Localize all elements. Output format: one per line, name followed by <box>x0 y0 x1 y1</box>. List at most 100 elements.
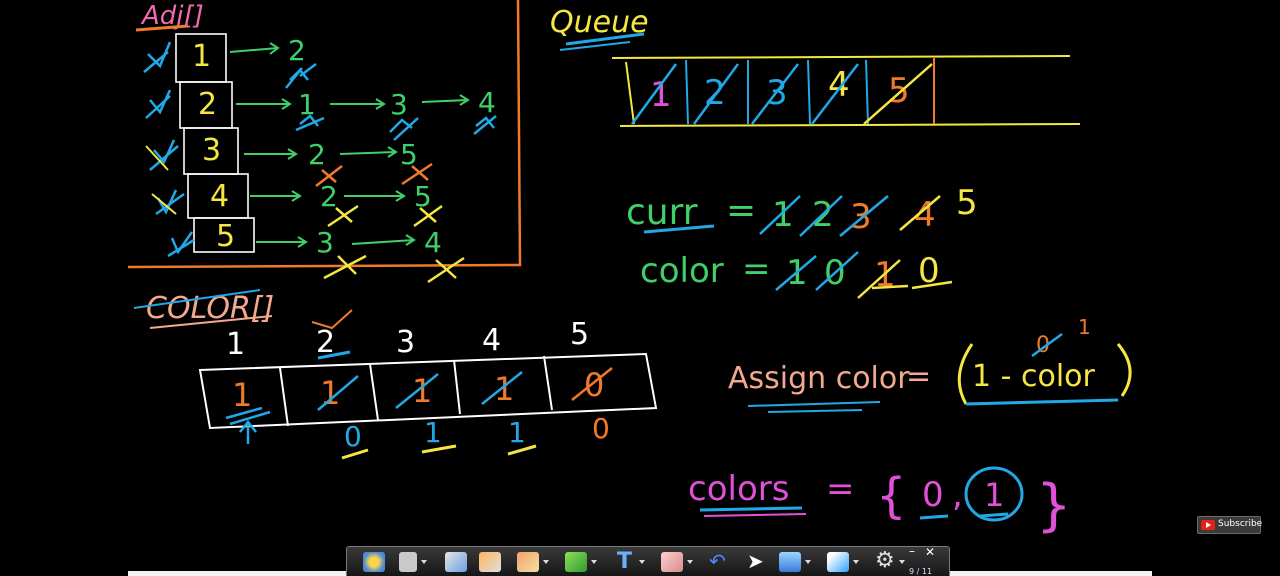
colors-label: colors <box>688 469 789 509</box>
adj-title-underline <box>135 24 189 32</box>
adj-neighbor-2-3: 4 <box>478 86 496 119</box>
color-cell-1: 1 <box>232 376 252 414</box>
drawing-toolbar: T ↶ ➤ ⚙ – ✕ 9 / 11 <box>346 544 950 576</box>
colors-close-brace: } <box>1036 473 1072 538</box>
adj-neighbor-1-1: 2 <box>288 34 306 67</box>
color-array-underline-2 <box>149 315 273 329</box>
adj-visited-yellow <box>145 145 177 215</box>
adj-neighbors: 2 1 3 4 2 5 2 5 3 4 <box>288 34 496 259</box>
colors-value-0-underline <box>919 514 949 520</box>
color-var-eq: = <box>742 249 771 289</box>
save-dropdown-icon[interactable] <box>421 560 427 564</box>
curr-underline <box>643 224 715 234</box>
highlighter-dropdown-icon[interactable] <box>591 560 597 564</box>
pencil-icon[interactable] <box>517 552 539 572</box>
adj-vertex-2: 2 <box>198 87 217 122</box>
close-icon[interactable]: ✕ <box>925 545 936 559</box>
adj-vertex-3: 3 <box>202 133 221 168</box>
adj-vertex-labels: 1 2 3 4 5 <box>192 39 235 254</box>
pencil-dropdown-icon[interactable] <box>543 560 549 564</box>
star-pointer-icon[interactable] <box>363 552 385 572</box>
color-cell-1-pointer <box>239 419 257 444</box>
subscribe-label: Subscribe <box>1218 519 1263 529</box>
color-var-value-4: 0 <box>918 251 940 291</box>
youtube-icon <box>1201 520 1215 530</box>
colors-underline <box>699 506 803 512</box>
gear-icon[interactable]: ⚙ <box>875 548 895 573</box>
color-cell-4: 1 <box>494 370 514 408</box>
laser-dropdown-icon[interactable] <box>853 560 859 564</box>
laser-pointer-icon[interactable] <box>827 552 849 572</box>
eraser-dropdown-icon[interactable] <box>687 560 693 564</box>
highlighter-icon[interactable] <box>565 552 587 572</box>
colors-value-1-underline <box>979 512 1009 518</box>
adj-visited-marks <box>143 41 195 258</box>
assign-above-old-strike <box>1031 332 1063 358</box>
assign-paren-open <box>957 343 974 405</box>
curr-value-3: 3 <box>850 197 872 237</box>
adj-neighbor-4-2: 5 <box>414 180 432 213</box>
curr-label: curr <box>626 192 698 233</box>
color-array-underline <box>133 289 261 309</box>
queue-item-1: 1 <box>650 75 672 115</box>
assign-label: Assign color <box>728 361 910 396</box>
color-index-3: 3 <box>396 325 415 360</box>
colors-underline-2 <box>703 513 807 517</box>
queue-item-5: 5 <box>888 71 910 111</box>
queue-title-underline <box>565 32 645 46</box>
curr-value-5: 5 <box>956 183 978 223</box>
adj-neighbor-2-1: 1 <box>298 88 316 121</box>
adj-neighbor-2-2: 3 <box>390 88 408 121</box>
adj-neighbor-3-1: 2 <box>308 138 326 171</box>
color-array-indices: 1 2 3 4 5 <box>226 317 589 362</box>
minimize-icon[interactable]: – <box>909 544 915 558</box>
queue-box <box>611 55 1081 127</box>
colors-value-0: 0 <box>922 475 944 515</box>
adj-neighbor-yellow-marks <box>323 204 465 284</box>
settings-dropdown-icon[interactable] <box>899 560 905 564</box>
assign-formula: 1 - color <box>972 359 1096 394</box>
colors-eq: = <box>826 469 855 509</box>
text-dropdown-icon[interactable] <box>639 560 645 564</box>
color-array-box <box>198 352 658 430</box>
assign-paren-close <box>1116 343 1132 397</box>
assign-eq: = <box>906 359 931 394</box>
colors-value-1-circle <box>964 466 1024 522</box>
color-index-2: 2 <box>316 325 335 360</box>
screenshot-icon[interactable] <box>779 552 801 572</box>
cursor-icon[interactable]: ➤ <box>747 549 764 573</box>
undo-icon[interactable]: ↶ <box>709 549 726 573</box>
adj-neighbor-check-marks <box>285 63 497 141</box>
save-icon[interactable] <box>399 552 417 572</box>
adj-vertex-5: 5 <box>216 219 235 254</box>
queue-dividers <box>685 59 869 125</box>
subscribe-button[interactable]: Subscribe <box>1197 516 1263 534</box>
color-index-4: 4 <box>482 323 501 358</box>
color-below-2: 0 <box>344 420 362 453</box>
curr-eq: = <box>726 190 756 231</box>
curr-strikes <box>759 195 941 237</box>
screenshot-dropdown-icon[interactable] <box>805 560 811 564</box>
color-var-label: color <box>640 251 724 291</box>
color-index-2-underline <box>317 350 351 360</box>
assign-formula-underline <box>965 398 1119 406</box>
color-below-3: 1 <box>424 416 442 449</box>
curr-values: 1 2 3 4 5 <box>772 183 978 237</box>
colors-separator: , <box>952 475 963 515</box>
eraser-icon[interactable] <box>661 552 683 572</box>
color-cell-5: 0 <box>584 366 604 404</box>
adj-neighbor-3-2: 5 <box>400 138 418 171</box>
adj-frame <box>127 0 522 269</box>
queue-title-underline-2 <box>559 41 631 51</box>
adj-neighbor-orange-marks <box>315 162 433 187</box>
assign-underline <box>747 401 881 407</box>
redo-page-icon[interactable] <box>479 552 501 572</box>
text-tool-icon[interactable]: T <box>617 549 633 574</box>
color-array-values-below: 0 1 1 0 <box>344 412 610 453</box>
adj-neighbor-5-1: 3 <box>316 226 334 259</box>
undo-page-icon[interactable] <box>445 552 467 572</box>
color-index-5: 5 <box>570 317 589 352</box>
color-below-5: 0 <box>592 412 610 445</box>
adj-neighbor-4-1: 2 <box>320 180 338 213</box>
